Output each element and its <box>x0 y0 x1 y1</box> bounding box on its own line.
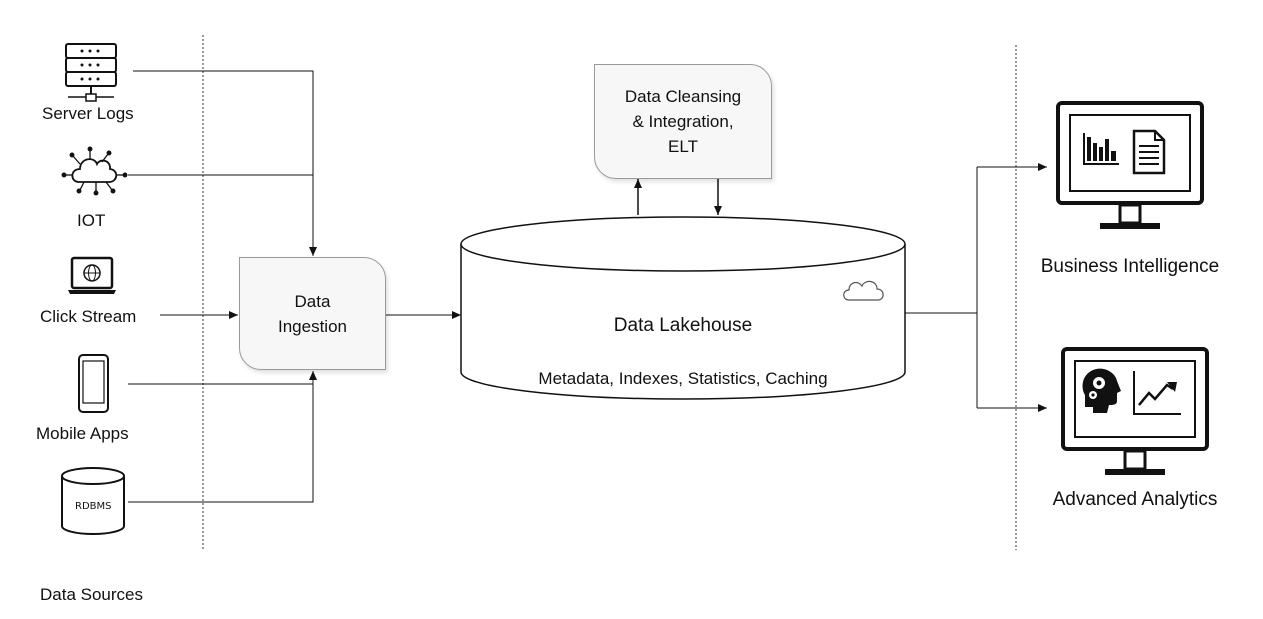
iot-label: IOT <box>77 211 106 230</box>
server-logs-connector <box>133 70 317 256</box>
rdbms-label: RDBMS <box>75 501 112 512</box>
ingestion-line-1: Data <box>294 291 331 311</box>
click-stream-label: Click Stream <box>40 307 137 326</box>
rdbms-connector <box>128 371 317 503</box>
data-cleansing-box: Data Cleansing & Integration, ELT <box>594 64 772 179</box>
monitor-bar-chart-document-icon <box>1056 101 1204 229</box>
ingestion-line-2: Ingestion <box>278 316 347 336</box>
lakehouse-to-consumers-connector <box>905 167 978 408</box>
cleansing-line-2: & Integration, <box>632 112 734 131</box>
server-icon <box>65 43 117 102</box>
lakehouse-features: Metadata, Indexes, Statistics, Caching <box>538 369 828 388</box>
mobile-phone-icon <box>78 354 109 413</box>
iot-cloud-icon <box>61 146 128 196</box>
mobile-apps-label: Mobile Apps <box>36 424 129 443</box>
data-ingestion-box: Data Ingestion <box>239 257 386 370</box>
data-sources-section-label: Data Sources <box>40 585 143 604</box>
laptop-globe-icon <box>68 256 116 294</box>
cleansing-line-1: Data Cleansing <box>624 87 742 106</box>
monitor-head-gears-trend-icon <box>1061 347 1209 475</box>
database-icon <box>61 467 125 535</box>
data-lakehouse-cylinder <box>460 216 906 400</box>
business-intelligence-label: Business Intelligence <box>1040 256 1220 277</box>
cleansing-line-3: ELT <box>668 137 698 156</box>
server-logs-label: Server Logs <box>42 104 134 123</box>
cloud-icon <box>843 280 884 301</box>
advanced-analytics-label: Advanced Analytics <box>1052 489 1218 510</box>
lakehouse-title: Data Lakehouse <box>613 315 753 336</box>
